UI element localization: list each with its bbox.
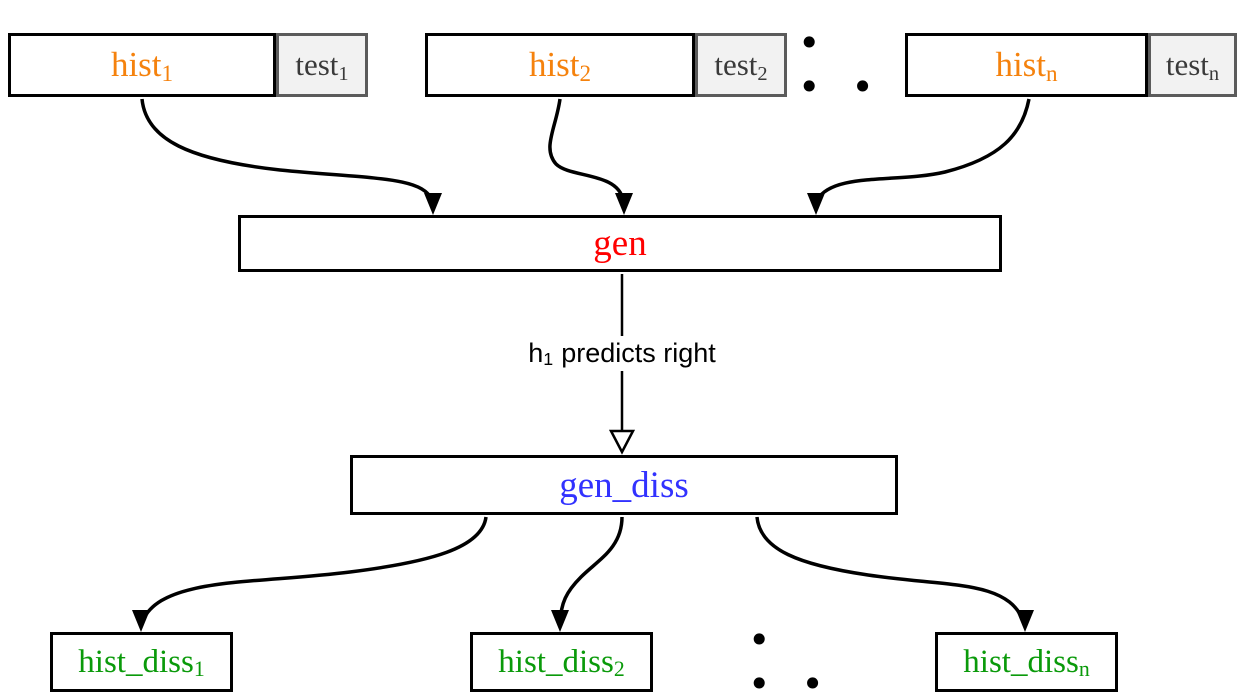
edge-hist1-to-gen	[140, 98, 434, 201]
ellipsis-top: • • •	[798, 21, 880, 109]
node-hist-diss-2: hist_diss2	[470, 632, 653, 692]
arrowhead-histdiss1	[132, 610, 150, 632]
node-hist-diss-1-label: hist_diss1	[78, 643, 205, 682]
arrowhead-open-gendiss	[608, 429, 636, 455]
node-test-2: test2	[695, 33, 787, 97]
node-test-n-label: testn	[1165, 47, 1220, 85]
node-hist-1-label: hist1	[110, 45, 174, 87]
arrowhead-histdiss2	[551, 610, 569, 632]
arrowhead-hist1-gen	[424, 193, 442, 215]
arrowhead-histdissn	[1016, 610, 1034, 632]
node-hist-diss-n: hist_dissn	[935, 632, 1118, 692]
arrowhead-histn-gen	[807, 193, 825, 215]
node-test-n: testn	[1148, 33, 1237, 97]
node-test-1-label: test1	[295, 47, 349, 85]
node-hist-1: hist1	[8, 33, 276, 97]
edge-gendiss-to-histdissn	[755, 516, 1025, 621]
edge-gendiss-to-histdiss2	[558, 516, 624, 624]
node-test-1: test1	[276, 33, 368, 97]
node-gen: gen	[238, 215, 1002, 272]
node-gen-label: gen	[593, 223, 647, 264]
node-hist-diss-2-label: hist_diss2	[498, 643, 625, 682]
node-hist-n-label: histn	[995, 45, 1058, 87]
arrowhead-hist2-gen	[615, 193, 633, 215]
node-test-2-label: test2	[714, 47, 768, 85]
node-gen-diss: gen_diss	[350, 455, 898, 515]
node-hist-diss-1: hist_diss1	[50, 632, 233, 692]
edge-histn-to-gen	[815, 98, 1031, 201]
node-hist-2-label: hist2	[528, 45, 592, 87]
node-hist-n: histn	[905, 33, 1148, 97]
node-hist-diss-n-label: hist_dissn	[963, 643, 1090, 682]
ellipsis-bottom: • • •	[748, 618, 830, 699]
node-hist-2: hist2	[425, 33, 695, 97]
node-gen-diss-label: gen_diss	[559, 464, 689, 506]
edge-hist2-to-gen	[548, 98, 625, 201]
edge-gendiss-to-histdiss1	[141, 516, 488, 621]
